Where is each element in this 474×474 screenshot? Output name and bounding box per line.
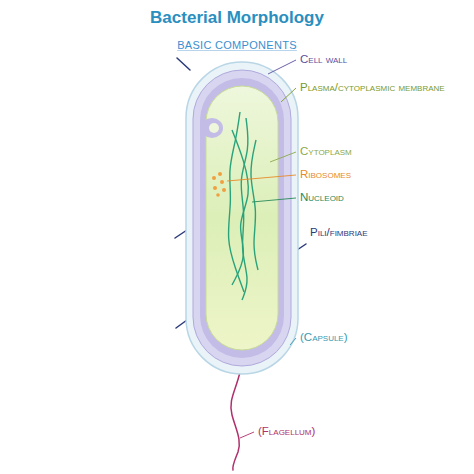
- leader-line: [268, 60, 296, 74]
- nucleoid-strand: [251, 140, 258, 270]
- subtitle: BASIC COMPONENTS: [177, 39, 297, 51]
- leader-line: [270, 152, 296, 162]
- title: Bacterial Morphology: [0, 8, 474, 28]
- part-label: (Flagellum): [258, 425, 315, 439]
- leader-line: [290, 338, 296, 345]
- leader-line: [281, 88, 296, 102]
- part-label: Cell wall: [300, 53, 347, 67]
- part-label: Pili/fimbriae: [310, 226, 368, 240]
- leader-line: [252, 198, 296, 202]
- part-label: Nucleoid: [300, 191, 344, 205]
- part-label: Ribosomes: [300, 168, 351, 182]
- leader-line: [227, 175, 296, 181]
- part-label: (Capsule): [300, 331, 348, 345]
- part-label: Cytoplasm: [300, 145, 352, 159]
- nucleoid-strand: [232, 130, 248, 285]
- leader-line: [240, 432, 254, 438]
- part-label: Plasma/cytoplasmic membrane: [300, 81, 445, 95]
